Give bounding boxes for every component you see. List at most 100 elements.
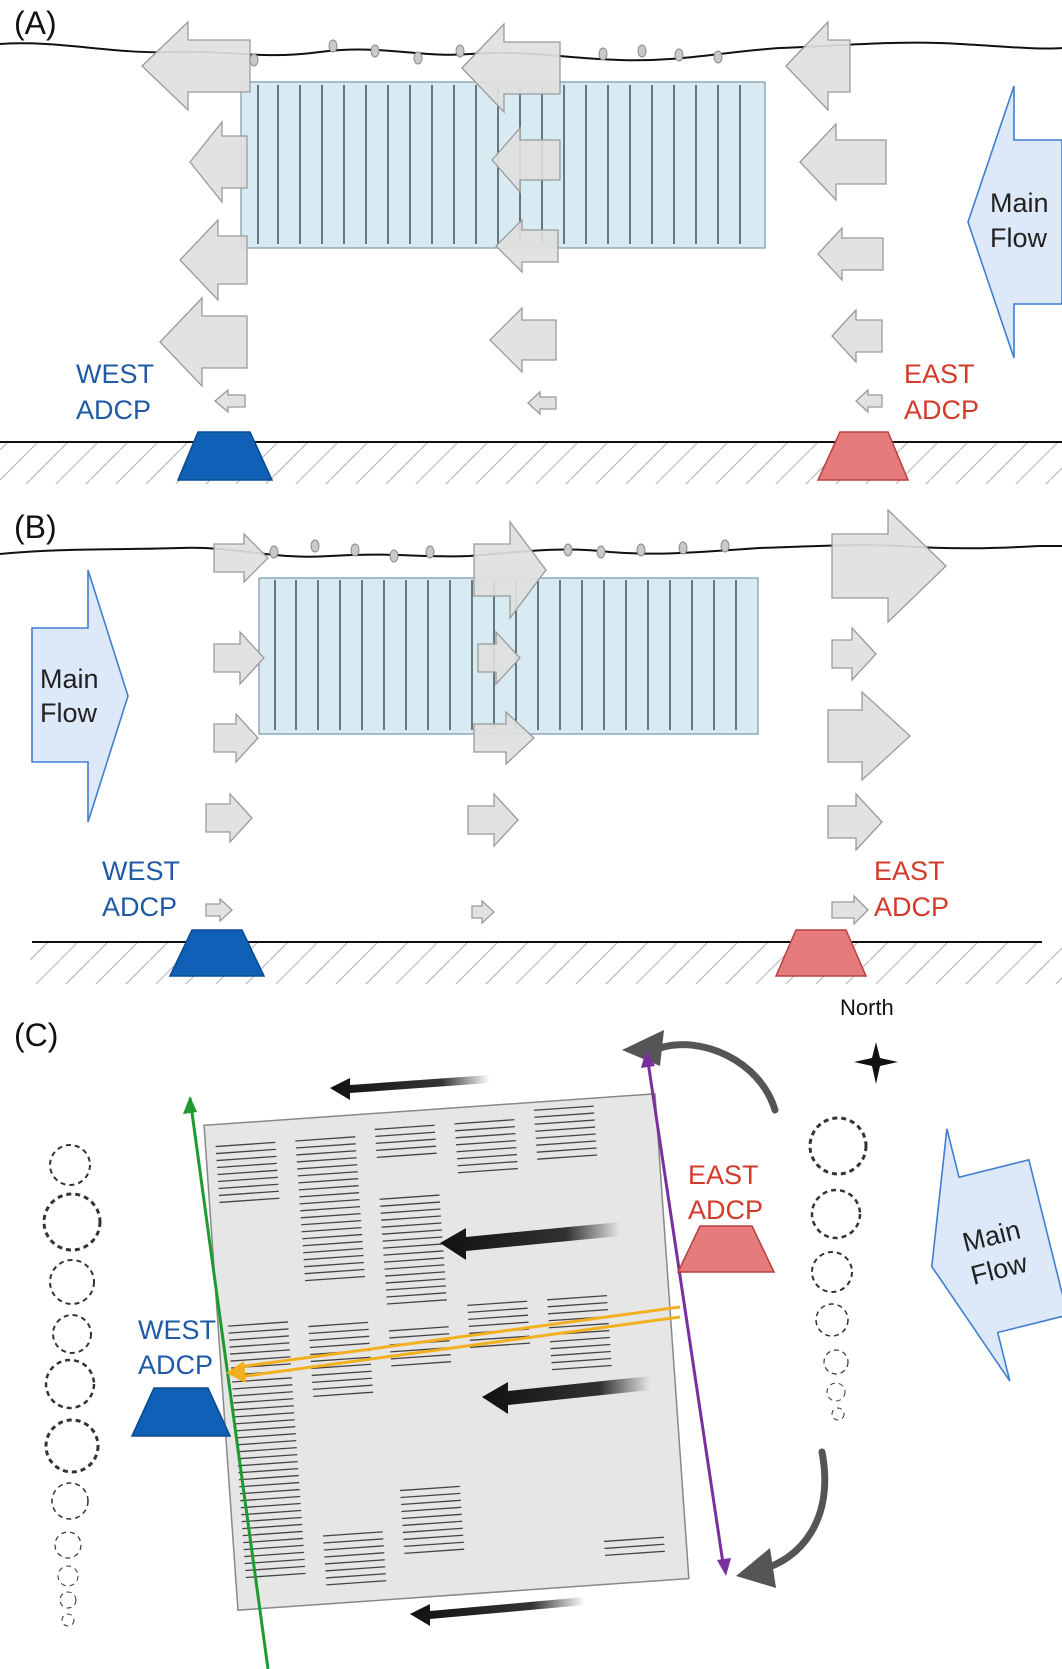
west-adcp-icon bbox=[130, 1387, 232, 1437]
north-label: North bbox=[840, 995, 894, 1020]
eddy-icon bbox=[831, 1407, 845, 1421]
west-adcp-label: ADCP bbox=[102, 892, 177, 922]
panel-a: (A) bbox=[0, 5, 1062, 484]
curved-arrow-head bbox=[622, 1030, 664, 1066]
main-flow-label: Flow bbox=[990, 223, 1048, 253]
flow-arrow bbox=[213, 630, 265, 686]
panel-c: (C) North bbox=[14, 995, 1062, 1669]
eddy-icon bbox=[52, 1314, 92, 1354]
flow-arrow bbox=[491, 126, 561, 194]
west-adcp-icon bbox=[168, 929, 266, 977]
flow-arrow bbox=[467, 792, 519, 848]
panel-b-label: (B) bbox=[14, 509, 57, 545]
farm-line-blocks bbox=[215, 1105, 665, 1586]
eddy-icon bbox=[811, 1251, 853, 1293]
curved-arrow-icon bbox=[756, 1448, 829, 1574]
flow-arrow bbox=[461, 22, 561, 114]
eddy-icon bbox=[826, 1382, 846, 1402]
eddy-icon bbox=[42, 1192, 102, 1252]
flow-arrow bbox=[831, 626, 877, 682]
west-adcp-icon bbox=[176, 431, 274, 481]
flow-arrow bbox=[477, 630, 521, 686]
eddy-icon bbox=[49, 1144, 91, 1186]
flow-arrow bbox=[159, 296, 248, 388]
main-flow-label: Flow bbox=[40, 698, 98, 728]
main-flow-label: Main bbox=[40, 664, 99, 694]
flow-arrow bbox=[495, 218, 559, 274]
transect-east bbox=[645, 1054, 726, 1571]
flow-arrow bbox=[855, 388, 883, 414]
farm-lines bbox=[274, 580, 737, 730]
flow-arrow bbox=[141, 20, 251, 112]
arrowhead bbox=[641, 1050, 655, 1068]
west-adcp-label: WEST bbox=[102, 856, 180, 886]
flow-arrows-b bbox=[205, 508, 947, 926]
flow-arrow bbox=[179, 218, 248, 302]
east-adcp-icon bbox=[816, 431, 910, 481]
flow-arrow bbox=[831, 308, 883, 364]
flow-arrow bbox=[205, 792, 253, 844]
east-adcp-label: ADCP bbox=[904, 395, 979, 425]
flow-arrow bbox=[799, 122, 887, 202]
flow-arrow bbox=[213, 532, 269, 584]
flow-arrow bbox=[785, 20, 851, 112]
eddy-icon bbox=[808, 1116, 868, 1176]
eddies-east bbox=[808, 1116, 868, 1421]
flow-arrow bbox=[473, 520, 547, 620]
north-star-icon bbox=[854, 1042, 898, 1084]
flow-arrow bbox=[831, 508, 947, 624]
flow-arrow bbox=[527, 390, 557, 416]
east-adcp-label: EAST bbox=[874, 856, 945, 886]
main-flow-arrow-b: Main Flow bbox=[31, 569, 129, 823]
farm-plan bbox=[203, 1092, 690, 1611]
flow-arrow-icon bbox=[410, 1597, 585, 1626]
curved-arrows bbox=[656, 1041, 829, 1574]
flow-arrow bbox=[817, 226, 884, 282]
arrowhead bbox=[717, 1558, 731, 1576]
eddy-icon bbox=[61, 1613, 75, 1627]
west-adcp-label: ADCP bbox=[138, 1350, 213, 1380]
east-adcp-icon bbox=[676, 1225, 776, 1273]
flow-arrow-icon bbox=[440, 1222, 620, 1260]
east-adcp-icon bbox=[774, 929, 868, 977]
flow-arrow-icon bbox=[482, 1376, 650, 1414]
flow-arrow bbox=[213, 712, 259, 764]
main-flow-arrow-a: Main Flow bbox=[967, 85, 1062, 359]
eddies-west bbox=[42, 1144, 102, 1627]
flow-arrow bbox=[471, 899, 495, 925]
flow-arrow bbox=[189, 120, 248, 204]
acoustic-beam bbox=[237, 1305, 681, 1379]
curved-arrow-icon bbox=[656, 1041, 779, 1114]
main-flow-label: Main bbox=[990, 188, 1049, 218]
panel-a-label: (A) bbox=[14, 5, 57, 41]
west-adcp-label: ADCP bbox=[76, 395, 151, 425]
eddy-icon bbox=[59, 1591, 77, 1609]
arrowhead bbox=[183, 1096, 197, 1114]
flow-arrow bbox=[489, 306, 557, 374]
west-adcp-label: WEST bbox=[138, 1315, 216, 1345]
east-adcp-label: ADCP bbox=[688, 1195, 763, 1225]
panel-c-label: (C) bbox=[14, 1017, 58, 1053]
arrowhead bbox=[226, 1361, 246, 1383]
flow-arrow bbox=[473, 710, 535, 766]
eddy-icon bbox=[815, 1303, 849, 1337]
transect-west bbox=[188, 1097, 270, 1669]
curved-arrow-head bbox=[736, 1548, 776, 1588]
east-adcp-label: EAST bbox=[688, 1160, 759, 1190]
eddy-icon bbox=[44, 1418, 100, 1474]
floats bbox=[249, 39, 723, 67]
flow-arrow-icon bbox=[330, 1075, 490, 1100]
eddy-icon bbox=[54, 1531, 82, 1559]
east-adcp-label: ADCP bbox=[874, 892, 949, 922]
flow-arrow bbox=[827, 690, 911, 782]
eddy-icon bbox=[810, 1188, 862, 1240]
flow-arrow bbox=[827, 792, 883, 852]
eddy-icon bbox=[57, 1565, 79, 1587]
eddy-icon bbox=[49, 1259, 95, 1305]
eddy-icon bbox=[823, 1349, 849, 1375]
main-flow-arrow-c: Main Flow bbox=[930, 1128, 1062, 1382]
panel-b: (B) bbox=[0, 508, 1062, 984]
west-adcp-label: WEST bbox=[76, 359, 154, 389]
flow-arrow bbox=[205, 897, 233, 923]
